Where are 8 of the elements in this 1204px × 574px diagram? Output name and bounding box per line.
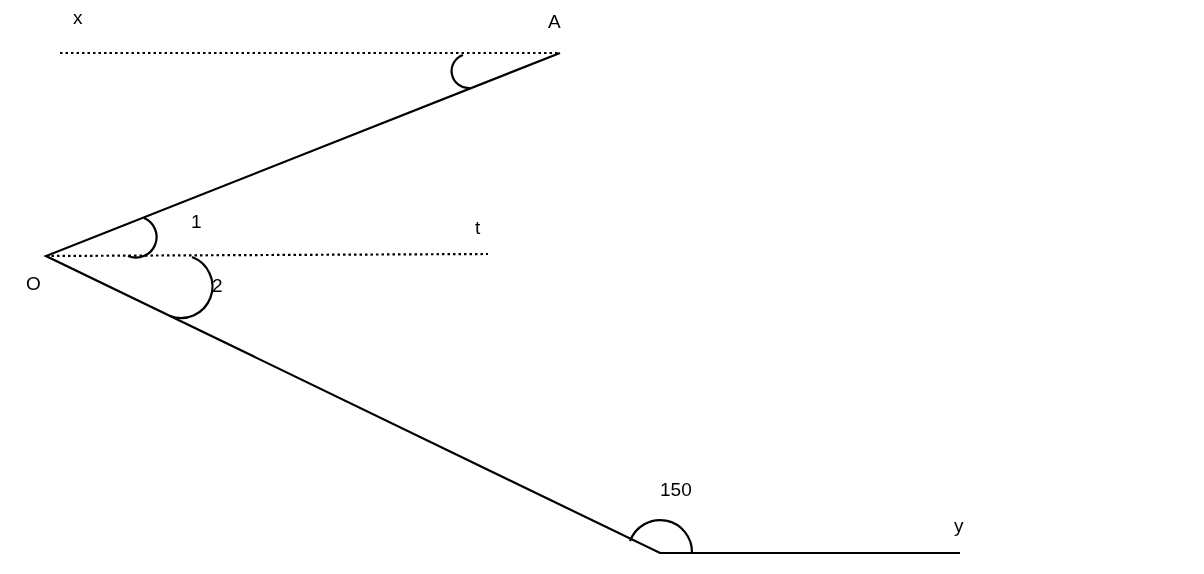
point-label: x xyxy=(73,8,83,27)
point-label: O xyxy=(26,274,41,293)
point-label: 2 xyxy=(212,276,223,295)
point-label: t xyxy=(475,218,481,237)
point-label: A xyxy=(548,12,561,31)
point-label: 150 xyxy=(660,480,692,499)
point-label: 1 xyxy=(191,212,202,231)
point-label: y xyxy=(954,516,964,535)
